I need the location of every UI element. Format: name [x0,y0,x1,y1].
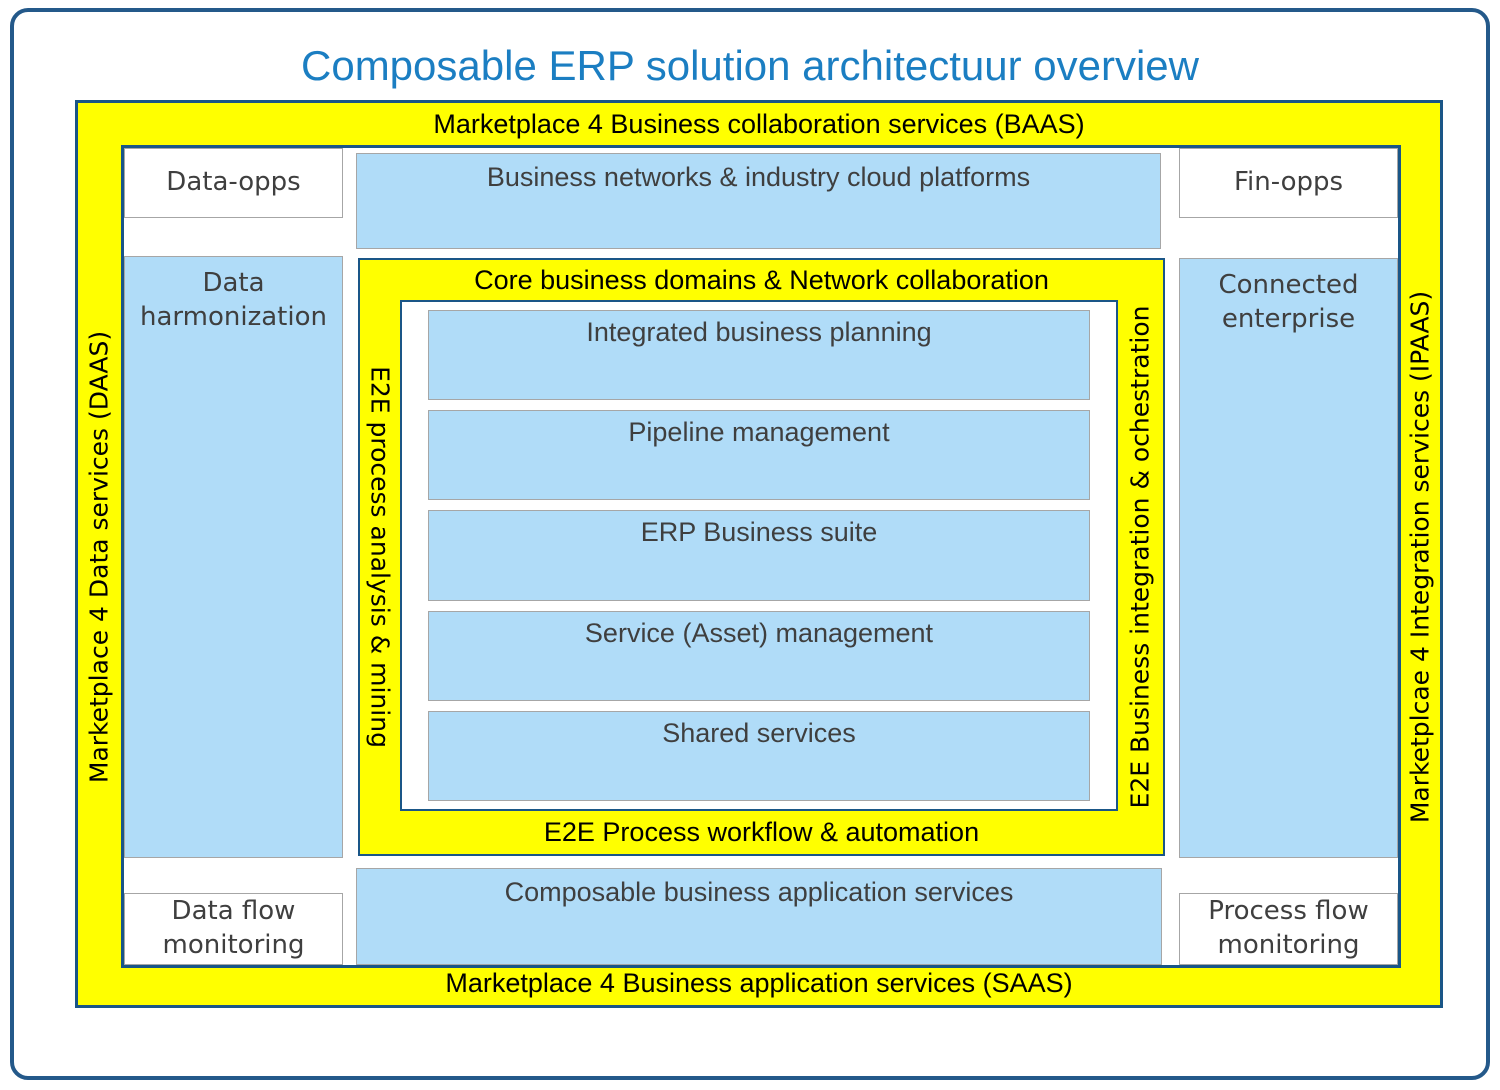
core-item-box: Service (Asset) management [428,610,1090,701]
core-item-box: Pipeline management [428,410,1090,501]
ipaas-band-label: Marketplcae 4 Integration services (IPAA… [1405,290,1435,824]
saas-band-label: Marketplace 4 Business application servi… [445,968,1073,998]
data-opps-box: Data-opps [124,148,343,218]
process-flow-monitoring-box: Process flow monitoring [1179,893,1398,965]
connected-enterprise-label: Connected enterprise [1218,270,1359,334]
marketplace-frame: Marketplace 4 Business collaboration ser… [75,100,1443,1008]
data-harmonization-label: Data harmonization [140,268,327,332]
composable-services-box: Composable business application services [356,868,1162,965]
page-border [10,8,1490,1080]
process-flow-monitoring-label: Process flow monitoring [1208,896,1369,960]
core-inner-panel: Integrated business planning Pipeline ma… [400,300,1118,811]
core-domains-box: Core business domains & Network collabor… [358,258,1165,856]
connected-enterprise-box: Connected enterprise [1179,258,1398,858]
fin-opps-box: Fin-opps [1179,148,1398,218]
core-bottom-label: E2E Process workflow & automation [543,817,980,847]
core-left-label: E2E process analysis & mining [365,366,395,748]
fin-opps-label: Fin-opps [1233,167,1344,198]
data-flow-monitoring-box: Data flow monitoring [124,893,343,965]
data-harmonization-box: Data harmonization [124,256,343,858]
data-opps-label: Data-opps [166,167,301,198]
core-item-box: Shared services [428,710,1090,802]
business-networks-box: Business networks & industry cloud platf… [356,153,1161,249]
composable-services-label: Composable business application services [504,877,1014,907]
diagram-title: Composable ERP solution architectuur ove… [301,42,1199,89]
baas-band-label: Marketplace 4 Business collaboration ser… [433,109,1085,139]
business-networks-label: Business networks & industry cloud platf… [486,162,1031,192]
daas-band-label: Marketplace 4 Data services (DAAS) [84,330,114,784]
core-right-label: E2E Business integration & ochestration [1125,305,1155,809]
data-flow-monitoring-label: Data flow monitoring [162,896,305,960]
core-item-box: Integrated business planning [428,310,1090,401]
core-item-box: ERP Business suite [428,510,1090,601]
inner-canvas: Data-opps Business networks & industry c… [121,145,1401,968]
core-domains-title: Core business domains & Network collabor… [474,265,1049,295]
